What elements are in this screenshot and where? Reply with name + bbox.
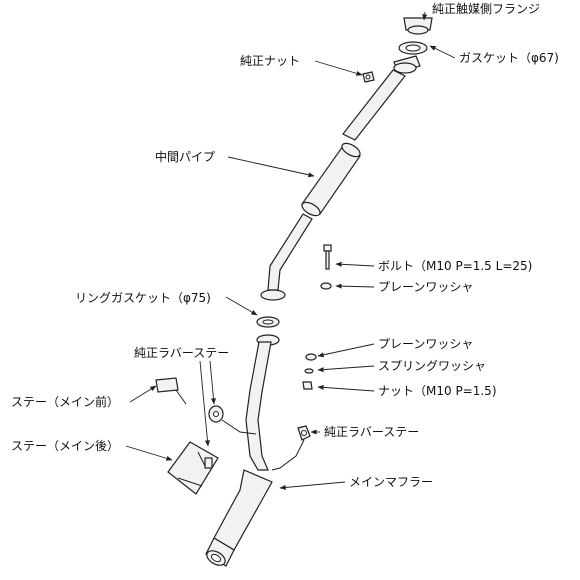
oem-catalyst-flange [403,17,433,35]
gasket-67 [398,41,428,55]
label-bolt: ボルト（M10 P=1.5 L=25) [378,259,532,273]
center-pipe [260,69,406,301]
label-oem-rubber-stay-1: 純正ラバーステー [134,346,229,360]
washers-nut-part [302,353,317,390]
label-plain-washer-1: プレーンワッシャ [378,280,473,294]
label-gasket-67: ガスケット（φ67) [459,51,559,65]
stay-front-part [155,377,187,405]
oem-rubber-stay-1-part [208,405,257,435]
plain-washer-1-part [320,282,332,290]
stay-rear-part [167,441,219,495]
oem-nut-part [362,71,375,83]
leader-lines [125,11,456,490]
bolt-part [323,244,332,270]
main-muffler-pipe [245,334,280,471]
label-oem-rubber-stay-2: 純正ラバーステー [324,425,419,439]
label-oem-catalyst-flange: 純正触媒側フランジ [432,2,540,16]
label-spring-washer: スプリングワッシャ [378,359,486,373]
main-muffler-body [205,469,273,567]
label-oem-nut: 純正ナット [240,54,300,68]
label-plain-washer-2: プレーンワッシャ [378,337,473,351]
label-stay-rear: ステー（メイン後） [11,439,119,453]
ring-gasket-75 [256,316,280,328]
label-stay-front: ステー（メイン前） [11,394,119,409]
flange-joint [393,55,421,74]
label-ring-gasket: リングガスケット（φ75) [75,291,211,305]
label-main-muffler: メインマフラー [349,475,433,489]
oem-rubber-stay-2-part [271,425,311,471]
label-center-pipe: 中間パイプ [155,149,215,164]
label-nut: ナット（M10 P=1.5) [378,384,497,398]
